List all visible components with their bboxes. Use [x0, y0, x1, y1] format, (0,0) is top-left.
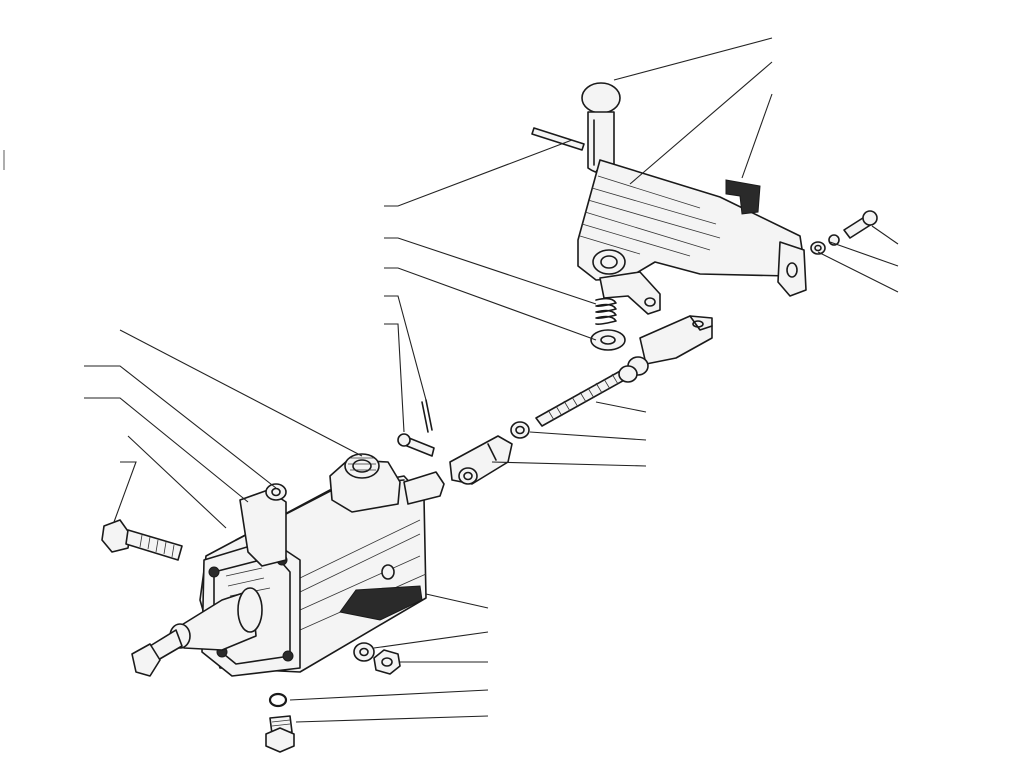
upper-fork-clevis [627, 315, 713, 376]
leader-c14 [871, 225, 899, 245]
leader-c15 [829, 241, 899, 267]
drain-connector [403, 471, 445, 505]
long-bolt [101, 519, 183, 561]
upper-port-fitting [329, 453, 401, 513]
leader-c21 [373, 631, 489, 649]
leader-c16 [817, 251, 899, 293]
washer-nut-mid [510, 421, 530, 439]
clevis-pin [397, 433, 435, 457]
leader-c05 [384, 237, 597, 305]
leader-c13 [113, 461, 137, 523]
leader-c19 [491, 461, 647, 467]
split-pin [421, 399, 433, 433]
spring-washer [268, 692, 288, 708]
hex-nut [373, 649, 401, 675]
leader-c06 [384, 267, 597, 341]
leader-lines [84, 37, 899, 723]
leader-c03 [741, 93, 773, 179]
flat-washer [353, 642, 375, 662]
outlet-nozzle [131, 587, 263, 677]
leader-c18 [529, 431, 647, 441]
triangular-bracket [577, 159, 807, 297]
hex-screw [265, 715, 295, 753]
small-bolt-right [810, 210, 878, 255]
leader-c10 [84, 365, 277, 489]
lever-arm [599, 271, 661, 315]
leader-c01 [613, 37, 773, 81]
leader-c12 [127, 435, 227, 529]
leader-c08 [384, 323, 405, 433]
leader-c02 [629, 61, 773, 185]
leader-c11 [84, 397, 249, 503]
side-elbow-fitting [239, 483, 287, 567]
leader-c09 [119, 329, 363, 457]
leader-c17 [595, 401, 647, 413]
leader-c07 [384, 295, 427, 401]
leader-c04 [384, 139, 573, 207]
threaded-rod [535, 365, 638, 427]
leader-c24 [295, 715, 489, 723]
return-spring [590, 297, 626, 351]
leader-c23 [289, 689, 489, 701]
lower-fork-clevis [449, 435, 513, 485]
leader-c20 [425, 593, 489, 609]
cotter-key [531, 127, 585, 151]
